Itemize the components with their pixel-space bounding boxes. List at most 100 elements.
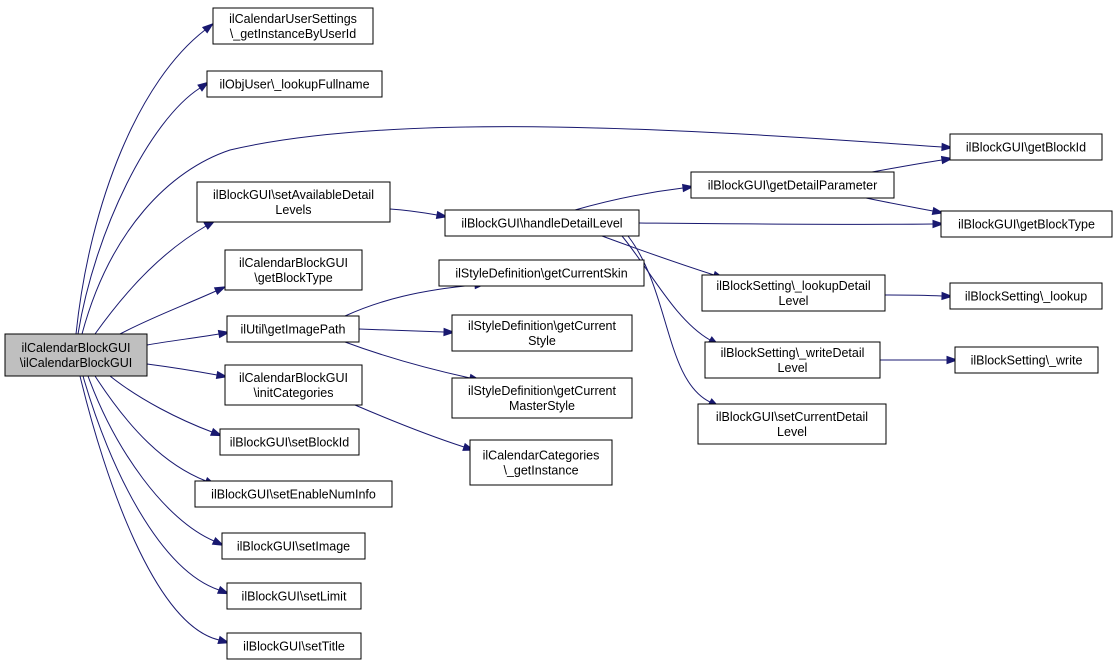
node-box	[224, 249, 363, 291]
node-label: Level	[778, 361, 808, 375]
node-label: ilCalendarCategories	[483, 449, 600, 463]
node-label: ilObjUser\_lookupFullname	[219, 78, 369, 92]
node-box	[451, 377, 633, 419]
node-setLimit[interactable]: ilBlockGUI\setLimit	[226, 582, 362, 610]
node-box	[701, 274, 886, 312]
node-label: ilBlockSetting\_lookupDetail	[716, 279, 870, 293]
node-box	[438, 259, 645, 287]
node-box	[194, 480, 393, 508]
node-label: ilBlockGUI\getBlockId	[966, 141, 1086, 155]
node-root[interactable]: ilCalendarBlockGUI\ilCalendarBlockGUI	[4, 333, 148, 377]
node-initCategories[interactable]: ilCalendarBlockGUI\initCategories	[224, 364, 363, 406]
node-setTitle[interactable]: ilBlockGUI\setTitle	[226, 632, 362, 660]
node-getDetailParam[interactable]: ilBlockGUI\getDetailParameter	[690, 171, 895, 199]
node-box	[224, 364, 363, 406]
arrowhead-icon	[443, 327, 456, 337]
node-label: ilBlockGUI\setEnableNumInfo	[211, 488, 376, 502]
node-getCurrentSkin[interactable]: ilStyleDefinition\getCurrentSkin	[438, 259, 645, 287]
node-getBlockType[interactable]: ilBlockGUI\getBlockType	[940, 210, 1113, 238]
arrowhead-icon	[216, 585, 230, 595]
edge-line	[94, 225, 207, 335]
node-label: ilBlockSetting\_write	[971, 354, 1083, 368]
edge-handleDetail-getDetailParam	[574, 183, 695, 211]
nodes-layer: ilCalendarBlockGUI\ilCalendarBlockGUIilC…	[4, 7, 1113, 660]
edge-root-setImage	[87, 375, 225, 546]
node-label: ilBlockGUI\setBlockId	[230, 436, 350, 450]
node-label: ilCalendarBlockGUI	[239, 256, 348, 270]
node-handleDetail[interactable]: ilBlockGUI\handleDetailLevel	[444, 209, 640, 237]
edge-line	[871, 159, 943, 173]
edge-root-userSettings	[75, 22, 214, 335]
node-label: ilCalendarBlockGUI	[239, 371, 348, 385]
arrowhead-icon	[682, 183, 695, 193]
node-write[interactable]: ilBlockSetting\_write	[954, 346, 1099, 374]
node-label: ilBlockGUI\setImage	[237, 540, 350, 554]
edge-getDetailParam-getBlockId	[871, 155, 954, 173]
node-setBlockId[interactable]: ilBlockGUI\setBlockId	[219, 428, 360, 456]
node-setEnableNumInfo[interactable]: ilBlockGUI\setEnableNumInfo	[194, 480, 393, 508]
edge-line	[574, 187, 684, 211]
edge-line	[344, 341, 471, 379]
edges-layer	[75, 22, 959, 644]
edge-getImagePath-getCurrentSkin	[344, 280, 487, 317]
node-calGetBlockType[interactable]: ilCalendarBlockGUI\getBlockType	[224, 249, 363, 291]
edge-line	[601, 235, 715, 276]
edge-line	[119, 290, 217, 335]
node-lookupFullname[interactable]: ilObjUser\_lookupFullname	[206, 70, 383, 98]
edge-line	[389, 208, 438, 216]
edge-writeDetail-write	[880, 355, 959, 365]
edge-line	[81, 126, 943, 335]
node-box	[704, 341, 881, 379]
node-box	[940, 210, 1113, 238]
edge-getImagePath-getCurrentStyle	[358, 327, 456, 337]
arrowhead-icon	[932, 219, 945, 229]
arrowhead-icon	[215, 370, 229, 380]
edge-line	[621, 235, 711, 341]
edge-line	[638, 222, 934, 225]
edge-handleDetail-getBlockType	[638, 219, 945, 229]
node-box	[196, 181, 391, 223]
edge-line	[87, 375, 215, 542]
arrowhead-icon	[435, 210, 449, 220]
node-calCategories[interactable]: ilCalendarCategories\_getInstance	[469, 439, 613, 486]
node-label: ilBlockGUI\setCurrentDetail	[716, 410, 868, 424]
arrowhead-icon	[217, 635, 231, 644]
edge-root-initCategories	[146, 363, 229, 380]
node-box	[949, 133, 1103, 161]
node-box	[226, 582, 362, 610]
edge-line	[109, 375, 213, 433]
edge-line	[358, 328, 445, 333]
node-label: \_getInstanceByUserId	[230, 27, 357, 41]
node-label: ilBlockGUI\setAvailableDetail	[213, 188, 374, 202]
node-label: ilBlockSetting\_writeDetail	[721, 346, 865, 360]
node-label: ilStyleDefinition\getCurrent	[468, 319, 617, 333]
node-box	[221, 532, 366, 560]
node-lookup[interactable]: ilBlockSetting\_lookup	[949, 282, 1103, 310]
node-setImage[interactable]: ilBlockGUI\setImage	[221, 532, 366, 560]
edge-line	[94, 375, 207, 482]
node-getBlockId[interactable]: ilBlockGUI\getBlockId	[949, 133, 1103, 161]
edge-line	[627, 235, 711, 403]
edge-root-calGetBlockType	[119, 286, 227, 335]
arrowhead-icon	[213, 286, 227, 296]
node-label: Levels	[275, 203, 311, 217]
node-box	[690, 171, 895, 199]
node-userSettings[interactable]: ilCalendarUserSettings\_getInstanceByUse…	[212, 7, 374, 45]
node-getImagePath[interactable]: ilUtil\getImagePath	[226, 315, 360, 343]
edge-line	[146, 333, 220, 346]
node-label: ilCalendarBlockGUI	[21, 341, 130, 355]
node-box	[4, 333, 148, 377]
node-box	[949, 282, 1103, 310]
node-label: \getBlockType	[254, 271, 333, 285]
edge-line	[344, 284, 476, 317]
arrowhead-icon	[940, 155, 954, 165]
arrowhead-icon	[201, 22, 214, 34]
edge-line	[884, 294, 943, 297]
arrowhead-icon	[941, 142, 954, 152]
